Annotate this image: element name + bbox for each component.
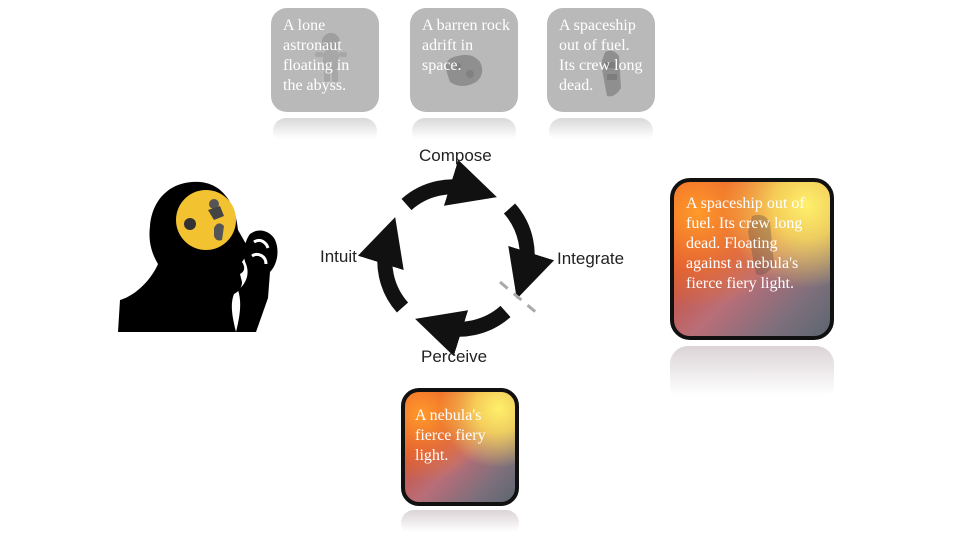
card-astronaut-text: A lone astronaut floating in the abyss.: [283, 17, 350, 94]
spaceship-icon: [601, 50, 621, 97]
brain-area: [176, 190, 236, 250]
arrow-perceive-to-intuit: [415, 305, 511, 357]
label-compose: Compose: [419, 146, 492, 165]
card-spaceship-reflection: [549, 118, 653, 144]
card-astronaut-reflection: [273, 118, 377, 144]
card-asteroid-text: A barren rock adrift in space.: [422, 17, 510, 74]
card-integrated: A spaceship out of fuel. Its crew long d…: [670, 178, 834, 340]
astronaut-icon: [315, 33, 347, 82]
card-integrated-reflection: [670, 346, 834, 404]
label-integrate: Integrate: [557, 249, 625, 268]
card-asteroid: A barren rock adrift in space.: [410, 8, 518, 112]
arrow-integrate-to-perceive: [503, 203, 555, 299]
card-spaceship-text: A spaceship out of fuel. Its crew long d…: [559, 17, 643, 94]
dashed-connector: [499, 280, 539, 316]
card-integrated-text: A spaceship out of fuel. Its crew long d…: [686, 195, 805, 292]
cycle-diagram: [357, 159, 555, 357]
card-perceive: A nebula's fierce fiery light.: [401, 388, 519, 506]
card-spaceship: A spaceship out of fuel. Its crew long d…: [547, 8, 655, 112]
asteroid-icon: [445, 54, 483, 86]
card-astronaut: A lone astronaut floating in the abyss.: [271, 8, 379, 112]
card-perceive-text: A nebula's fierce fiery light.: [415, 407, 486, 464]
spaceship-icon: [748, 214, 774, 275]
label-perceive: Perceive: [421, 347, 488, 366]
label-intuit: Intuit: [320, 247, 357, 266]
card-perceive-reflection: [401, 510, 519, 536]
arrow-compose-to-integrate: [401, 159, 497, 211]
arrow-intuit-to-compose: [357, 217, 409, 313]
card-asteroid-reflection: [412, 118, 516, 144]
thinking-head-icon: [118, 181, 278, 332]
